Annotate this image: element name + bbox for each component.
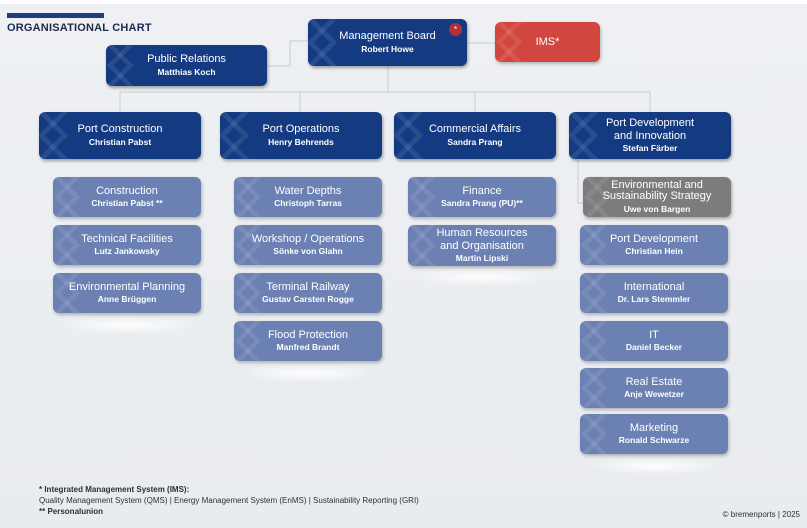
unit-title: Real Estate (625, 375, 683, 388)
unit-water-depths[interactable]: Water Depths Christoph Tarras (234, 177, 382, 217)
column-shadow (586, 457, 722, 475)
unit-international[interactable]: International Dr. Lars Stemmler (580, 273, 728, 313)
unit-marketing[interactable]: Marketing Ronald Schwarze (580, 414, 728, 454)
unit-head: Martin Lipski (455, 253, 509, 264)
unit-real-estate[interactable]: Real Estate Anje Wewetzer (580, 368, 728, 408)
unit-head: Manfred Brandt (276, 342, 340, 353)
department-port-construction[interactable]: Port Construction Christian Pabst (39, 112, 201, 159)
ims-star-badge: * (449, 23, 462, 36)
unit-construction[interactable]: Construction Christian Pabst ** (53, 177, 201, 217)
unit-head: Dr. Lars Stemmler (617, 294, 691, 305)
copyright-notice: © bremenports | 2025 (722, 510, 800, 519)
footnote-ims-heading: * Integrated Management System (IMS): (39, 485, 190, 494)
unit-head: Anje Wewetzer (624, 389, 684, 400)
unit-title: Marketing (629, 421, 679, 434)
ims-box[interactable]: IMS* (495, 22, 600, 62)
unit-title: Flood Protection (267, 328, 349, 341)
unit-flood-protection[interactable]: Flood Protection Manfred Brandt (234, 321, 382, 361)
department-title: Port Development and Innovation (605, 116, 695, 142)
column-shadow (414, 268, 550, 286)
unit-human-resources[interactable]: Human Resources and Organisation Martin … (408, 225, 556, 266)
department-head: Stefan Färber (622, 143, 678, 154)
unit-title: Water Depths (274, 184, 342, 197)
footnote-personal-union: ** Personalunion (39, 507, 104, 516)
unit-title: Technical Facilities (81, 232, 173, 245)
department-title: Commercial Affairs (428, 123, 522, 136)
management-board-name: Robert Howe (361, 43, 414, 54)
unit-title: Environmental Planning (68, 280, 186, 293)
page-title: ORGANISATIONAL CHART (7, 22, 152, 34)
unit-finance[interactable]: Finance Sandra Prang (PU)** (408, 177, 556, 217)
public-relations-box[interactable]: Public Relations Matthias Koch (106, 45, 267, 86)
unit-head: Lutz Jankowsky (94, 246, 160, 257)
unit-title: Port Development (609, 232, 699, 245)
department-title: Port Construction (77, 123, 163, 136)
management-board-box[interactable]: * Management Board Robert Howe (308, 19, 467, 66)
unit-title: Human Resources and Organisation (436, 226, 528, 252)
unit-environmental-sustainability-strategy[interactable]: Environmental and Sustainability Strateg… (583, 177, 731, 217)
title-accent-bar (7, 13, 104, 18)
department-commercial-affairs[interactable]: Commercial Affairs Sandra Prang (394, 112, 556, 159)
unit-title: International (623, 280, 685, 293)
ims-title: IMS* (535, 35, 560, 48)
column-shadow (240, 364, 376, 382)
unit-it[interactable]: IT Daniel Becker (580, 321, 728, 361)
unit-workshop-operations[interactable]: Workshop / Operations Sönke von Glahn (234, 225, 382, 265)
unit-head: Daniel Becker (625, 342, 683, 353)
department-port-development-innovation[interactable]: Port Development and Innovation Stefan F… (569, 112, 731, 159)
department-head: Henry Behrends (268, 136, 334, 147)
unit-title: Environmental and Sustainability Strateg… (602, 178, 712, 203)
department-title: Port Operations (262, 123, 340, 136)
unit-title: Finance (462, 184, 502, 197)
unit-terminal-railway[interactable]: Terminal Railway Gustav Carsten Rogge (234, 273, 382, 313)
unit-head: Gustav Carsten Rogge (262, 294, 354, 305)
footnotes: * Integrated Management System (IMS): Qu… (39, 484, 419, 517)
unit-title: Workshop / Operations (251, 232, 365, 245)
unit-head: Sandra Prang (PU)** (441, 198, 523, 209)
unit-head: Christoph Tarras (274, 198, 342, 209)
unit-head: Anne Brüggen (97, 294, 157, 305)
management-board-title: Management Board (339, 30, 436, 43)
public-relations-title: Public Relations (147, 53, 226, 66)
unit-head: Ronald Schwarze (618, 435, 690, 446)
unit-head: Christian Pabst ** (91, 198, 163, 209)
unit-head: Sönke von Glahn (273, 246, 343, 257)
footnote-ims-detail: Quality Management System (QMS) | Energy… (39, 496, 419, 505)
column-shadow (60, 316, 196, 334)
unit-title: Construction (96, 184, 158, 197)
public-relations-name: Matthias Koch (157, 66, 216, 77)
department-head: Sandra Prang (447, 136, 503, 147)
unit-technical-facilities[interactable]: Technical Facilities Lutz Jankowsky (53, 225, 201, 265)
unit-title: Terminal Railway (266, 280, 350, 293)
unit-environmental-planning[interactable]: Environmental Planning Anne Brüggen (53, 273, 201, 313)
department-port-operations[interactable]: Port Operations Henry Behrends (220, 112, 382, 159)
unit-title: IT (649, 328, 659, 341)
department-head: Christian Pabst (88, 136, 152, 147)
unit-head: Christian Hein (625, 246, 683, 257)
unit-port-development[interactable]: Port Development Christian Hein (580, 225, 728, 265)
unit-head: Uwe von Bargen (623, 203, 691, 214)
